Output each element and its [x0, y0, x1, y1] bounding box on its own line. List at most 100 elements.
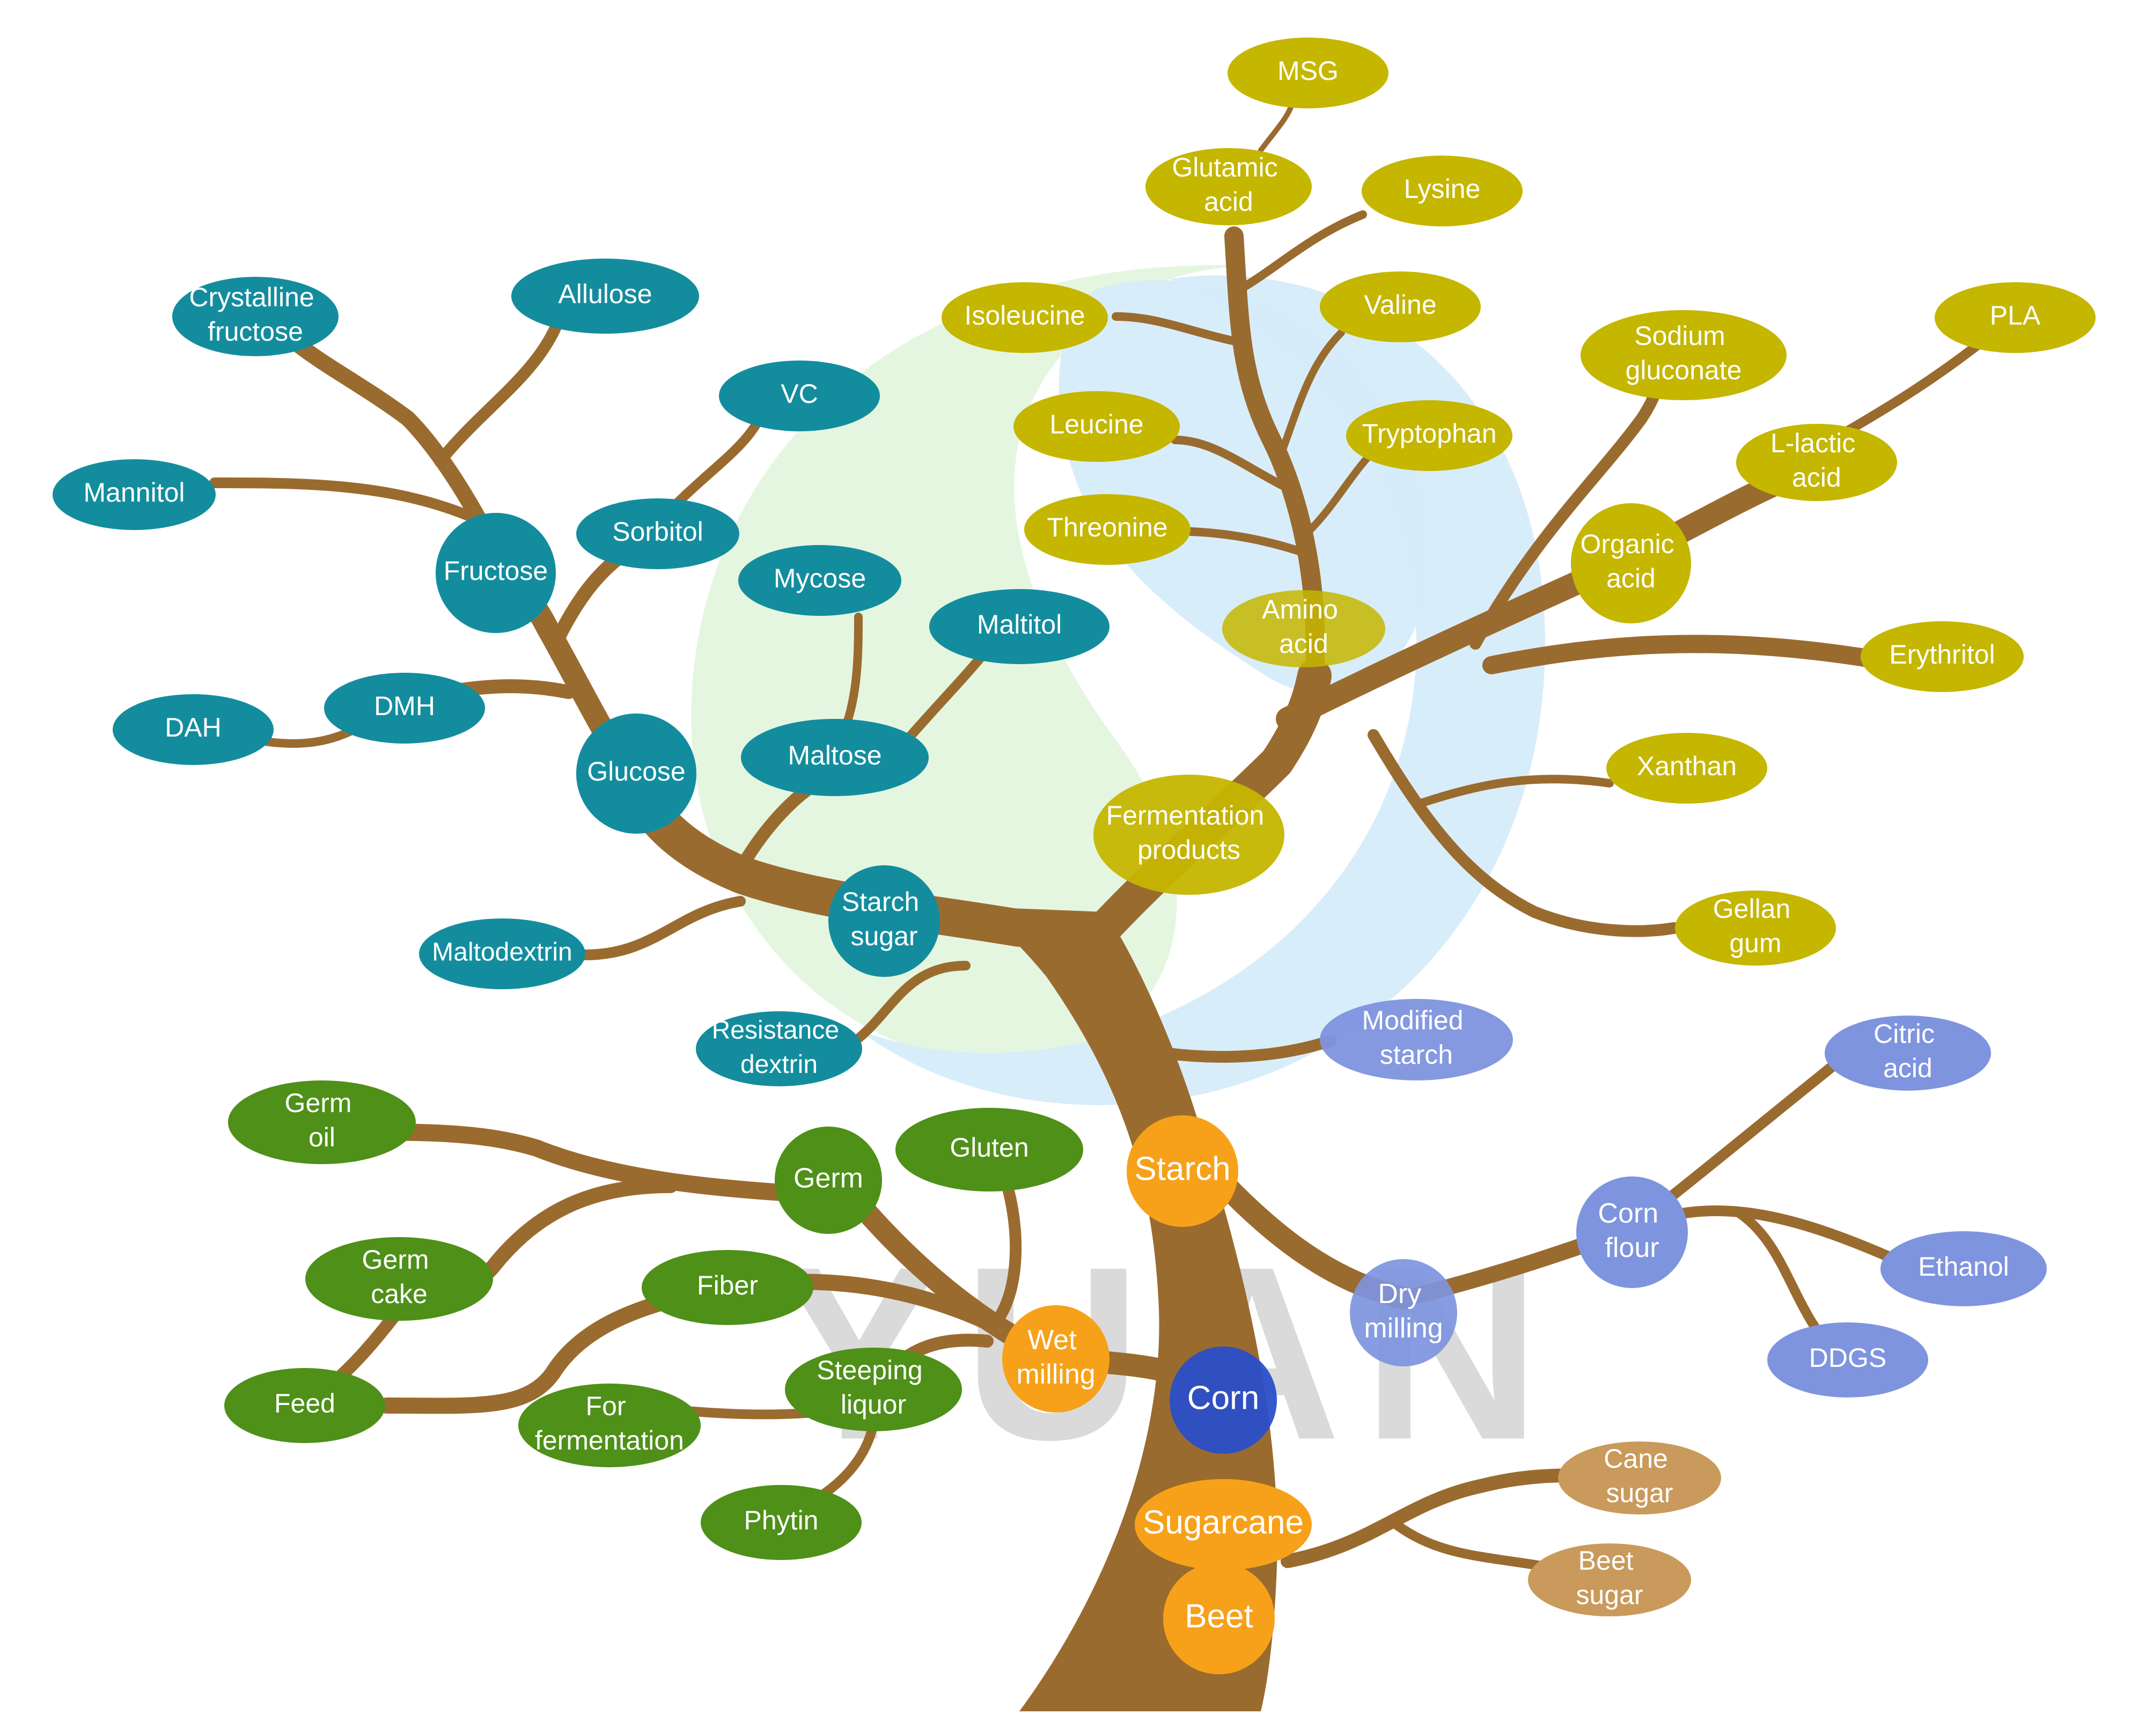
node-crystalline-fructose-line-1: Crystalline	[189, 282, 314, 312]
node-fiber-shape	[642, 1250, 813, 1325]
node-ethanol-label: Ethanol	[1918, 1252, 2009, 1282]
node-beet-sugar-shape	[1528, 1543, 1691, 1616]
node-dry-milling-shape	[1350, 1259, 1457, 1366]
node-threonine-label: Threonine	[1047, 512, 1167, 542]
node-corn-flour-line-2: flour	[1605, 1232, 1659, 1263]
node-starch-sugar: Starch sugar	[828, 865, 940, 977]
node-erythritol: Erythritol	[1861, 621, 2024, 692]
node-corn: Corn	[1170, 1347, 1277, 1454]
node-crystalline-fructose-label: Crystalline fructose	[189, 282, 321, 347]
node-mycose: Mycose	[738, 545, 901, 616]
node-gellan-gum-line-2: gum	[1729, 928, 1781, 958]
node-dmh: DMH	[324, 673, 485, 744]
node-l-lactic-acid-line-1: L-lactic	[1770, 428, 1855, 458]
node-mycose-shape	[738, 545, 901, 616]
node-steeping-liquor-line-2: liquor	[841, 1389, 906, 1419]
node-feed: Feed	[224, 1368, 385, 1443]
node-maltodextrin-shape	[419, 918, 585, 989]
node-l-lactic-acid-label: L-lactic acid	[1770, 428, 1863, 492]
node-germ-cake: Germ cake	[305, 1237, 493, 1321]
node-germ: Germ	[775, 1127, 882, 1234]
node-steeping-liquor: Steeping liquor	[785, 1348, 962, 1431]
node-gellan-gum-line-1: Gellan	[1713, 894, 1791, 924]
node-germ-oil-line-2: oil	[308, 1122, 335, 1152]
node-organic-acid-line-1: Organic	[1581, 529, 1674, 559]
node-fiber: Fiber	[642, 1250, 813, 1325]
node-for-fermentation-label: For fermentation	[535, 1391, 684, 1455]
branch-beet-sugar	[1390, 1519, 1550, 1571]
node-glucose: Glucose	[576, 713, 696, 834]
branch-fructose-top	[282, 330, 502, 555]
node-lysine: Lysine	[1362, 156, 1523, 226]
node-gluten: Gluten	[895, 1108, 1083, 1191]
node-beet-sugar-line-1: Beet	[1578, 1546, 1634, 1576]
node-crystalline-fructose: Crystalline fructose	[172, 277, 339, 356]
node-modified-starch-line-1: Modified	[1362, 1005, 1464, 1035]
node-glutamic-acid-label: Glutamic acid	[1172, 152, 1285, 217]
node-glutamic-acid-line-1: Glutamic	[1172, 152, 1277, 182]
node-corn-shape	[1170, 1347, 1277, 1454]
node-citric-acid-line-1: Citric	[1873, 1019, 1935, 1049]
node-ddgs-label: DDGS	[1809, 1343, 1886, 1373]
node-germ-cake-label: Germ cake	[362, 1245, 437, 1309]
node-erythritol-label: Erythritol	[1889, 639, 1995, 670]
node-sorbitol: Sorbitol	[576, 498, 739, 569]
branch-fiber	[378, 1274, 1060, 1414]
node-ddgs-shape	[1767, 1322, 1928, 1397]
branch-gellan	[1368, 729, 1680, 937]
node-fermentation-products: Fermentation products	[1093, 775, 1284, 895]
node-amino-acid-line-1: Amino	[1262, 594, 1338, 624]
branch-mannitol	[209, 477, 472, 520]
node-glucose-label: Glucose	[587, 756, 685, 786]
node-for-fermentation-line-2: fermentation	[535, 1425, 684, 1455]
node-erythritol-shape	[1861, 621, 2024, 692]
node-maltodextrin: Maltodextrin	[419, 918, 585, 989]
node-feed-shape	[224, 1368, 385, 1443]
node-fermentation-products-line-2: products	[1137, 835, 1240, 865]
node-citric-acid-label: Citric acid	[1873, 1019, 1942, 1083]
node-steeping-liquor-label: Steeping liquor	[817, 1355, 930, 1419]
node-mannitol-label: Mannitol	[84, 477, 185, 507]
node-gellan-gum: Gellan gum	[1675, 891, 1836, 966]
node-vc: VC	[719, 361, 880, 431]
node-gluten-label: Gluten	[950, 1132, 1028, 1163]
node-lysine-label: Lysine	[1404, 174, 1481, 204]
node-for-fermentation: For fermentation	[518, 1384, 701, 1467]
node-cane-sugar-shape	[1558, 1441, 1721, 1514]
node-sodium-gluconate-line-1: Sodium	[1634, 321, 1725, 351]
node-tryptophan-shape	[1346, 400, 1512, 471]
node-cane-sugar-line-1: Cane	[1604, 1444, 1668, 1474]
node-resistance-dextrin-line-2: dextrin	[740, 1050, 818, 1079]
node-amino-acid-line-2: acid	[1279, 629, 1328, 659]
node-lysine-shape	[1362, 156, 1523, 226]
node-germ-label: Germ	[793, 1163, 863, 1194]
node-organic-acid-shape	[1571, 503, 1691, 623]
node-wet-milling-line-1: Wet	[1027, 1325, 1077, 1356]
node-starch-sugar-shape	[828, 865, 940, 977]
node-valine-label: Valine	[1364, 290, 1436, 320]
node-maltodextrin-label: Maltodextrin	[432, 938, 572, 967]
node-beet-label: Beet	[1185, 1598, 1253, 1635]
node-glutamic-acid: Glutamic acid	[1145, 148, 1312, 225]
node-ddgs: DDGS	[1767, 1322, 1928, 1397]
node-dah-shape	[113, 694, 274, 765]
node-amino-acid: Amino acid	[1222, 590, 1385, 667]
node-msg-shape	[1228, 38, 1388, 108]
node-beet-sugar: Beet sugar	[1528, 1543, 1691, 1616]
node-valine: Valine	[1320, 271, 1481, 342]
node-sodium-gluconate: Sodium gluconate	[1581, 310, 1787, 400]
nodes: Corn Sugarcane Beet Starch Wet milling D…	[53, 38, 2096, 1674]
node-allulose: Allulose	[511, 259, 699, 334]
node-dry-milling-line-1: Dry	[1378, 1278, 1421, 1310]
node-germ-cake-line-2: cake	[371, 1279, 428, 1309]
node-starch-shape	[1127, 1115, 1238, 1227]
branch-sugars	[1281, 1468, 1590, 1568]
branch-maltodextrin	[579, 896, 746, 960]
node-threonine-shape	[1024, 494, 1191, 565]
node-l-lactic-acid-line-2: acid	[1792, 462, 1841, 492]
node-sodium-gluconate-label: Sodium gluconate	[1626, 321, 1742, 385]
node-modified-starch-line-2: starch	[1380, 1040, 1453, 1070]
node-leucine-label: Leucine	[1049, 409, 1143, 439]
node-maltitol: Maltitol	[929, 589, 1109, 664]
